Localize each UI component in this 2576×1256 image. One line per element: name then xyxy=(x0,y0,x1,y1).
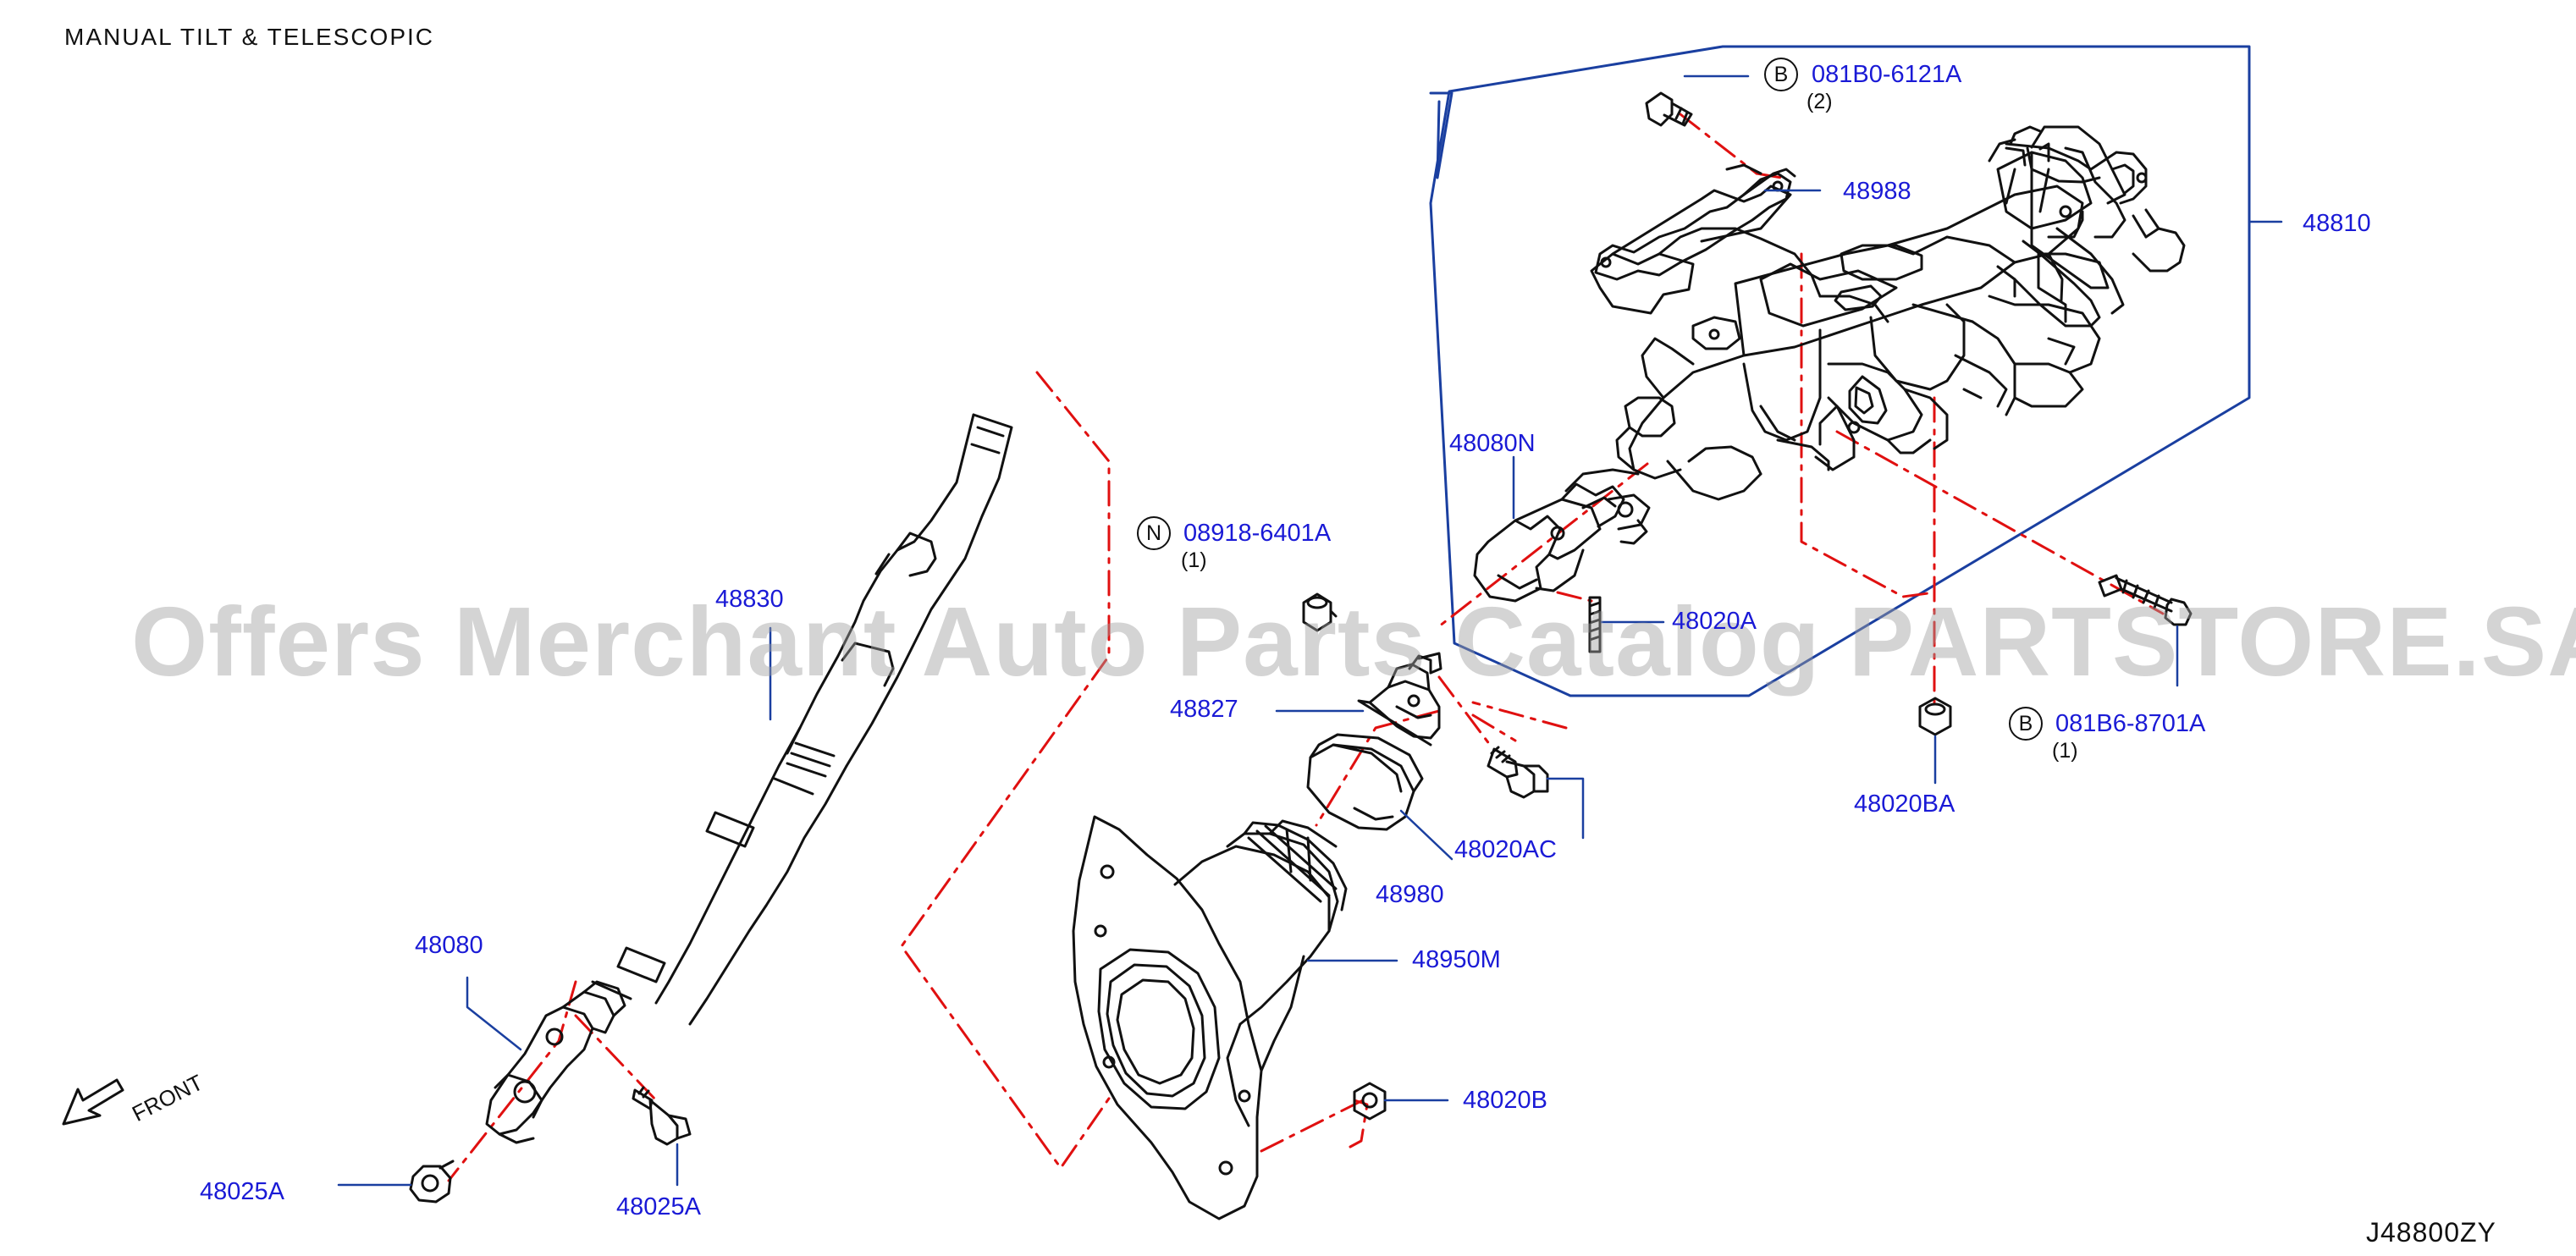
nut-48020BA-drawing xyxy=(1918,697,1952,736)
nut-48020B-drawing xyxy=(1353,1082,1387,1121)
watermark: Offers Merchant Auto Parts Catalog PARTS… xyxy=(131,587,2576,697)
diagram-title: MANUAL TILT & TELESCOPIC xyxy=(64,24,435,50)
bolt-081B0-drawing xyxy=(1645,91,1693,127)
bolt-48025A-right-drawing xyxy=(632,1086,692,1146)
dashed-shaft-envelope xyxy=(900,371,1112,1170)
assembly-outline-48810 xyxy=(1429,45,2251,697)
bolt-48020AC-drawing xyxy=(1487,746,1549,799)
leader-48080 xyxy=(466,976,522,1051)
leader-48980 xyxy=(1399,809,1453,861)
dashed-nut-48020BA xyxy=(1800,252,1936,598)
symbol-b-icon: B xyxy=(2009,707,2043,741)
symbol-n-icon: N xyxy=(1137,516,1171,550)
label-48020B[interactable]: 48020B xyxy=(1463,1087,1547,1114)
clamp-48827-drawing xyxy=(1357,652,1442,746)
leader-48020AC xyxy=(1546,777,1585,840)
nut-08918-drawing xyxy=(1302,592,1338,632)
label-48080[interactable]: 48080 xyxy=(415,932,483,959)
bolt-081B6-drawing xyxy=(2098,574,2193,626)
label-48025A-right[interactable]: 48025A xyxy=(616,1193,701,1220)
label-48950M[interactable]: 48950M xyxy=(1412,946,1501,973)
label-48080N[interactable]: 48080N xyxy=(1449,430,1536,457)
joint-48080-drawing xyxy=(485,980,626,1144)
qty-081B0-6121A: (2) xyxy=(1807,90,1833,113)
label-48020AC[interactable]: 48020AC xyxy=(1454,836,1557,863)
qty-08918-6401A: (1) xyxy=(1181,548,1207,572)
label-48988[interactable]: 48988 xyxy=(1843,178,1911,205)
label-081B0-6121A[interactable]: 081B0-6121A xyxy=(1812,61,1962,88)
shaft-48830-drawing xyxy=(591,413,1013,1026)
dashed-48827-to-48980 xyxy=(1315,709,1441,827)
dashed-bolt-48025A-right xyxy=(574,1014,658,1102)
dashed-joint-link xyxy=(1437,462,1649,628)
label-48810[interactable]: 48810 xyxy=(2303,210,2371,237)
front-arrow-icon xyxy=(62,1078,124,1126)
qty-081B6-8701A: (1) xyxy=(2052,739,2078,763)
label-48020BA[interactable]: 48020BA xyxy=(1854,791,1955,818)
label-48025A-left[interactable]: 48025A xyxy=(200,1178,284,1205)
label-48830[interactable]: 48830 xyxy=(715,586,784,613)
label-08918-6401A[interactable]: 08918-6401A xyxy=(1183,520,1332,547)
label-48980[interactable]: 48980 xyxy=(1376,881,1444,908)
boot-48950M-drawing xyxy=(1072,815,1348,1220)
steering-column-drawing xyxy=(1564,125,2186,501)
symbol-b-icon: B xyxy=(1764,58,1798,91)
leader-lines xyxy=(337,74,2179,1187)
seal-48980-drawing xyxy=(1306,733,1424,831)
label-081B6-8701A[interactable]: 081B6-8701A xyxy=(2055,710,2206,737)
label-48827[interactable]: 48827 xyxy=(1170,696,1238,723)
joint-48080N-drawing xyxy=(1473,482,1651,603)
dashed-bolt-081B6 xyxy=(1835,430,2165,615)
bolt-48020A-drawing xyxy=(1588,596,1602,653)
diagram-code: J48800ZY xyxy=(2366,1217,2496,1248)
dashed-nut-48020B xyxy=(1260,1099,1365,1153)
bolt-48025A-left-drawing xyxy=(409,1160,455,1204)
label-48020A[interactable]: 48020A xyxy=(1672,608,1757,635)
